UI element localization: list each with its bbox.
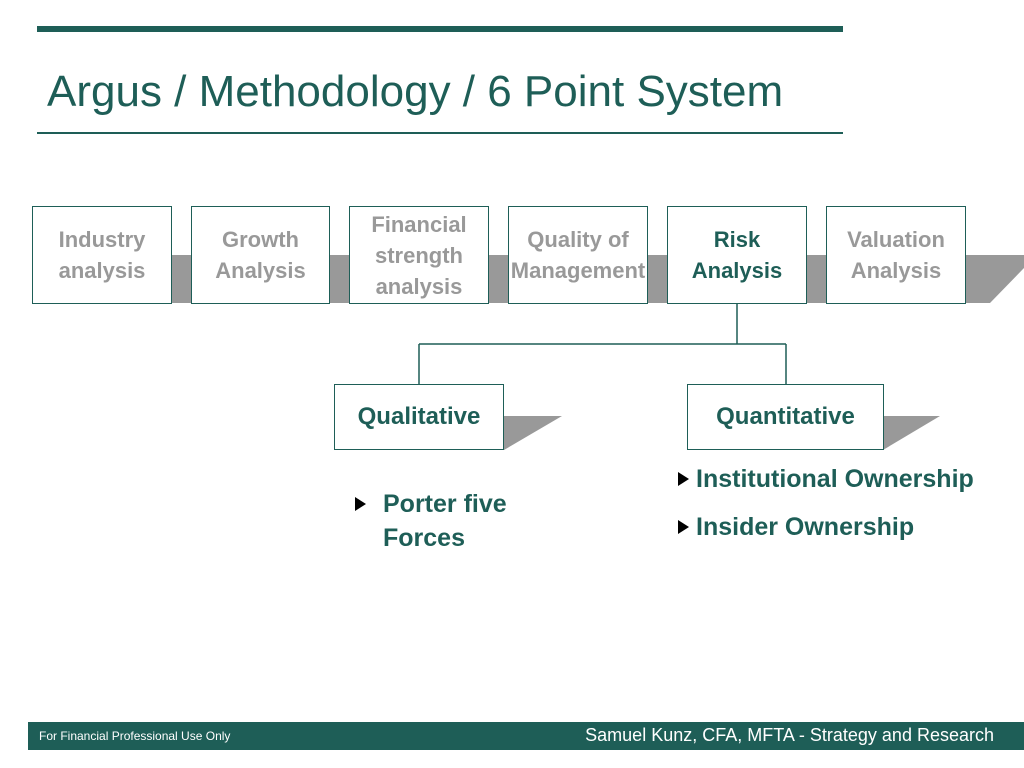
top-accent-bar: [37, 26, 843, 32]
step-label: Risk Analysis: [691, 227, 783, 283]
footer-author: Samuel Kunz, CFA, MFTA - Strategy and Re…: [585, 725, 994, 745]
step-quality-of-management: Quality of Management: [508, 206, 648, 304]
quantitative-shadow: [880, 416, 940, 450]
footer-bar: For Financial Professional Use Only Samu…: [28, 722, 1024, 750]
slide-title: Argus / Methodology / 6 Point System: [47, 67, 784, 116]
bullet-arrow-icon: [355, 497, 366, 511]
step-label: Quality of Management: [510, 227, 646, 283]
bullet-arrow-icon: [678, 472, 689, 486]
branch-label: Quantitative: [716, 403, 855, 430]
branch-label: Qualitative: [357, 403, 481, 430]
branch-quantitative: Quantitative: [687, 384, 884, 450]
step-label: Financial strength analysis: [371, 211, 467, 299]
step-label: Valuation Analysis: [847, 227, 945, 283]
step-label: Industry analysis: [58, 227, 146, 283]
step-risk-analysis: Risk Analysis: [667, 206, 807, 304]
step-industry-analysis: Industry analysis: [32, 206, 172, 304]
quantitative-bullet: Insider Ownership: [696, 513, 915, 541]
title-divider: [37, 132, 843, 134]
step-financial-strength-analysis: Financial strength analysis: [349, 206, 489, 304]
footer-disclaimer: For Financial Professional Use Only: [39, 729, 231, 743]
step-valuation-analysis: Valuation Analysis: [826, 206, 966, 304]
step-growth-analysis: Growth Analysis: [191, 206, 330, 304]
qualitative-bullet: Porter five Forces: [383, 490, 507, 552]
bullet-arrow-icon: [678, 520, 689, 534]
step-label: Growth Analysis: [215, 227, 306, 283]
qualitative-shadow: [500, 416, 562, 450]
quantitative-bullet: Institutional Ownership: [696, 465, 974, 493]
branch-qualitative: Qualitative: [334, 384, 504, 450]
